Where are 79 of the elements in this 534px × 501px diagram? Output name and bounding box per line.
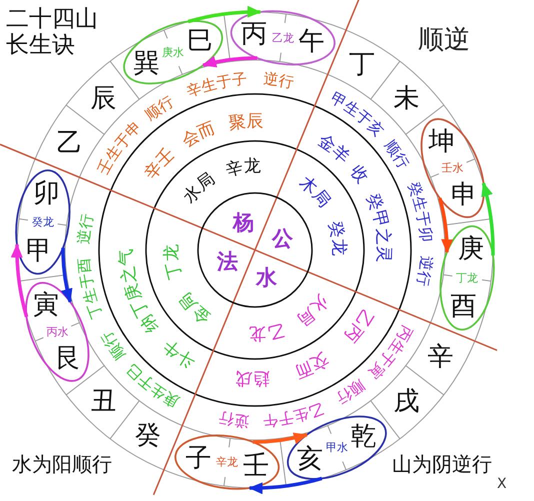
- arc-text: 辛龙: [224, 156, 262, 181]
- compass-character: 子: [185, 443, 212, 474]
- arrow: [438, 198, 453, 254]
- center-character: 法: [216, 249, 238, 274]
- arc-text: 丁龙: [161, 244, 186, 282]
- arc-text: 收: [346, 162, 372, 188]
- arrow: [248, 476, 322, 494]
- arrow: [61, 248, 73, 303]
- arc-text: 趋戌: [234, 367, 271, 389]
- arrow: [188, 6, 262, 24]
- arc-text: 木局: [296, 172, 334, 212]
- arc-text: 乙生于午: [262, 399, 326, 430]
- note-text: 山为阴逆行: [392, 453, 492, 476]
- compass-character: 丁: [349, 50, 375, 80]
- center-character: 杨: [233, 210, 254, 234]
- compass-character: 辛: [427, 342, 454, 372]
- compass-character: 庚: [458, 234, 484, 264]
- arc-text: 乙丙: [340, 306, 377, 346]
- compass-character: 巳: [186, 26, 213, 56]
- compass-character: 酉: [450, 292, 476, 322]
- compass-character: 乙: [56, 128, 83, 158]
- compass-character: 辰: [90, 84, 117, 114]
- note-text: 顺逆: [418, 26, 470, 56]
- highlight-ellipse: [440, 225, 495, 330]
- highlight-ellipse: [15, 170, 70, 275]
- compass-character: 未: [393, 84, 420, 114]
- arrow: [202, 56, 258, 68]
- note-text: X: [497, 476, 507, 492]
- arc-text: 顺行: [380, 136, 413, 172]
- arc-text: 癸龙: [324, 218, 349, 256]
- arc-text: 逆行: [74, 212, 96, 245]
- arc-text: 会而: [178, 118, 218, 152]
- title: 二十四山长生诀: [6, 6, 99, 59]
- compass-character: 亥: [297, 444, 324, 474]
- compass-character: 艮: [55, 344, 82, 374]
- note-text: 水为阳顺行: [12, 453, 112, 476]
- compass-character: 卯: [34, 178, 60, 208]
- arc-text: 逆行: [262, 70, 296, 92]
- arrow: [252, 432, 308, 444]
- center-character: 公: [272, 226, 294, 251]
- arc-text: 顺行: [333, 376, 368, 408]
- compass-character: 坤: [428, 126, 455, 156]
- compass-character: 丑: [90, 386, 117, 416]
- highlight-ellipse: [174, 434, 280, 490]
- center-character: 水: [256, 266, 277, 290]
- arc-text: 聚辰: [227, 111, 264, 134]
- highlight-ellipse: [230, 10, 336, 66]
- compass-character: 巽: [133, 48, 160, 78]
- arrow: [11, 244, 28, 318]
- arc-text: 癸生于卯: [404, 179, 436, 243]
- compass-character: 午: [298, 26, 325, 57]
- arc-text: 乙龙: [248, 319, 286, 344]
- ellipse-label: 丁龙: [456, 271, 478, 284]
- arc-text: 火局: [293, 290, 332, 330]
- compass-character: 申: [450, 180, 477, 210]
- compass-character: 乾: [350, 422, 377, 452]
- arc-text: 交而: [292, 348, 332, 382]
- arc-text: 斗牛: [160, 335, 200, 372]
- ellipse-label: 甲水: [326, 441, 348, 454]
- ellipse-label: 丙水: [46, 325, 68, 338]
- compass-character: 戌: [393, 386, 420, 416]
- arc-text: 逆行: [414, 255, 436, 288]
- ellipse-label: 庚水: [162, 46, 184, 59]
- compass-character: 壬: [242, 450, 269, 481]
- arc-text: 逆行: [218, 408, 250, 430]
- arc-text: 金局: [176, 288, 214, 328]
- compass-character: 甲: [26, 236, 52, 266]
- compass-character: 癸: [135, 420, 161, 450]
- ellipse-label: 辛龙: [216, 456, 238, 469]
- compass-character: 丙: [241, 19, 268, 50]
- arrow: [480, 182, 495, 256]
- ellipse-label: 壬水: [442, 162, 464, 175]
- arc-text: 辛生于子: [184, 70, 248, 101]
- arc-text: 癸甲之灵: [362, 190, 394, 263]
- ellipse-label: 癸龙: [32, 216, 54, 229]
- compass-character: 寅: [33, 290, 60, 320]
- arc-text: 水局: [180, 169, 219, 208]
- ellipse-label: 乙龙: [272, 31, 294, 44]
- arc-text: 丁生于酉: [74, 257, 106, 321]
